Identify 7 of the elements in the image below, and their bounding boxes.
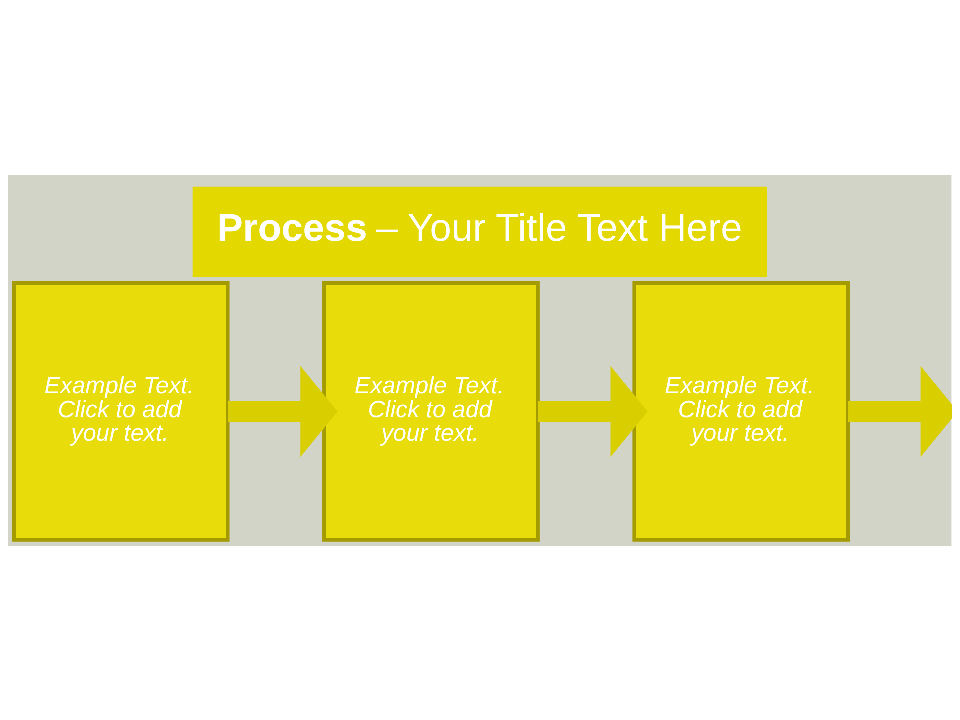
arrow <box>848 366 952 457</box>
diagram-title: Process – Your Title Text Here <box>217 206 742 250</box>
arrow <box>228 366 338 457</box>
node-box: Example Text. Click to add your text. <box>322 280 540 542</box>
node-box: Example Text. Click to add your text. <box>12 280 230 542</box>
arrow <box>538 366 648 457</box>
node-box: Example Text. Click to add your text. <box>632 280 850 542</box>
